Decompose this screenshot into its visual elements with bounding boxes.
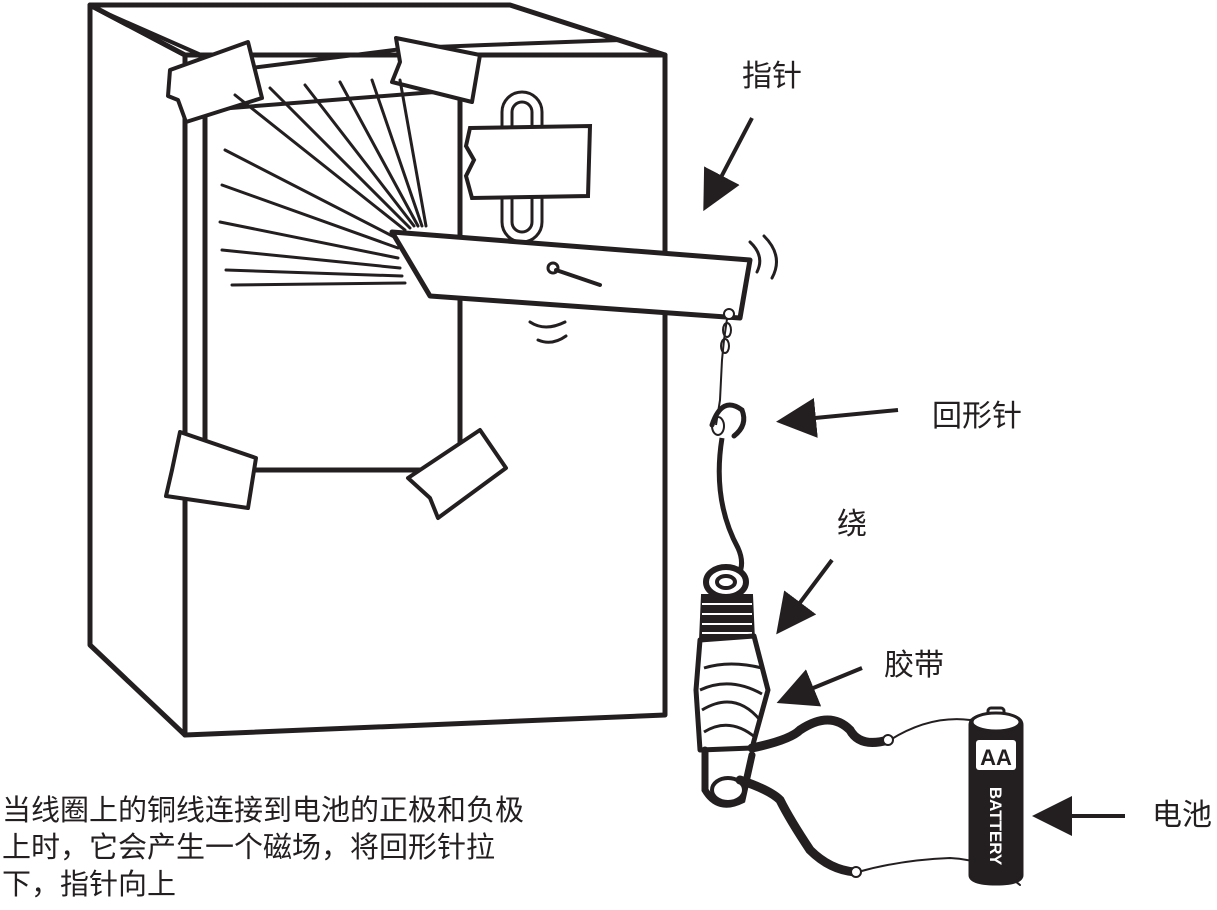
annotation-arrows — [703, 117, 1125, 836]
tape-label: 胶带 — [884, 648, 944, 683]
battery-size-label: AA — [980, 745, 1012, 770]
paperclip-hook — [709, 402, 747, 439]
electromagnet-coil — [698, 564, 756, 641]
tape-bottom-right — [406, 428, 508, 520]
paperclip-label: 回形针 — [932, 399, 1022, 434]
wind-label: 绕 — [837, 507, 867, 542]
battery-brand-label: BATTERY — [986, 787, 1005, 866]
pointer-label: 指针 — [742, 59, 802, 94]
motion-lines — [528, 234, 778, 344]
coil-wire — [716, 437, 745, 587]
caption-line-1: 当线圈上的铜线连接到电池的正极和负极 — [2, 793, 525, 827]
pointer-pivot — [546, 261, 602, 287]
paperclip-hinge — [463, 90, 593, 244]
tape-top-right — [390, 36, 482, 104]
box-tape-pieces — [164, 36, 508, 520]
caption-line-3: 下，指针向上 — [2, 867, 177, 901]
tape-arrow — [776, 666, 863, 707]
scale-rays — [218, 78, 428, 287]
paperclip-arrow — [776, 398, 899, 438]
wind-arrow — [776, 558, 834, 635]
battery-label: 电池 — [1152, 798, 1212, 833]
cardboard-box — [87, 2, 668, 738]
tape-bottom-left — [164, 430, 258, 510]
aa-battery: AA BATTERY — [968, 706, 1024, 886]
box-top-lid — [87, 2, 668, 58]
coil-bottom — [701, 746, 756, 808]
caption-line-2: 上时，它会产生一个磁场，将回形针拉 — [2, 830, 496, 864]
hanging-thread — [715, 308, 735, 426]
coil-tape — [693, 633, 771, 753]
pointer-arrow — [703, 117, 754, 212]
diagram-caption: 当线圈上的铜线连接到电池的正极和负极 上时，它会产生一个磁场，将回形针拉 下，指… — [2, 792, 642, 903]
box-left-side — [87, 2, 188, 738]
tape-top-left — [166, 40, 264, 124]
hinge-tape — [463, 123, 593, 201]
box-front-face — [182, 52, 668, 738]
